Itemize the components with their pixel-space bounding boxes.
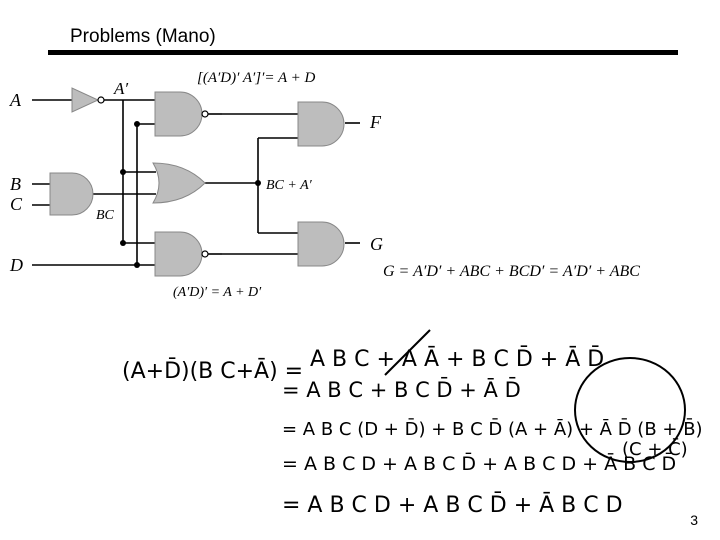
and-gate-bc (49, 172, 94, 216)
input-d-label: D (9, 255, 23, 275)
hand-line-3b: (C + C̄) (622, 438, 688, 460)
or-gate-middle (152, 162, 206, 204)
hand-line-3: = A B C (D + D̄) + B C D̄ (A + Ā) + Ā D̄… (282, 418, 703, 440)
title-underline (48, 50, 678, 55)
input-b-label: B (10, 174, 21, 194)
bc-label: BC (96, 208, 115, 223)
output-g-label: G (370, 234, 383, 254)
hand-line-1: A B C + A Ā + B C D̄ + Ā D̄ (310, 346, 604, 372)
output-f-label: F (369, 112, 382, 132)
input-a-label: A (9, 90, 22, 110)
bc-plus-label: BC + A′ (266, 178, 313, 193)
hand-line-2: = A B C + B C D̄ + Ā D̄ (282, 377, 521, 402)
hand-line-5: = A B C D + A B C D̄ + Ā B C D (282, 492, 623, 518)
nand-gate-bottom (154, 231, 209, 277)
slide-title: Problems (Mano) (70, 26, 216, 47)
a-prime-label: A′ (113, 79, 128, 98)
input-c-label: C (10, 194, 23, 214)
page-number: 3 (690, 512, 698, 528)
top-equation: [(A′D)′ A′]′= A + D (197, 70, 316, 86)
inverter-gate (71, 87, 105, 113)
strike-mark (384, 329, 431, 376)
and-gate-g (297, 221, 345, 267)
and-gate-f (297, 101, 345, 147)
hand-line-4: = A B C D + A B C D̄ + A B C D + Ā B C D… (282, 451, 676, 475)
g-equation: G = A′D′ + ABC + BCD′ = A′D′ + ABC (383, 263, 640, 280)
hand-lhs: (A+D̄)(B C+Ā) = (122, 358, 303, 384)
nand-gate-top (154, 91, 209, 137)
bottom-equation: (A′D)′ = A + D′ (173, 285, 262, 300)
logic-circuit-diagram: A B C D A′ BC [(A′D)′ A′]′= A + D BC + A… (9, 70, 640, 300)
circle-annotation (574, 357, 686, 463)
